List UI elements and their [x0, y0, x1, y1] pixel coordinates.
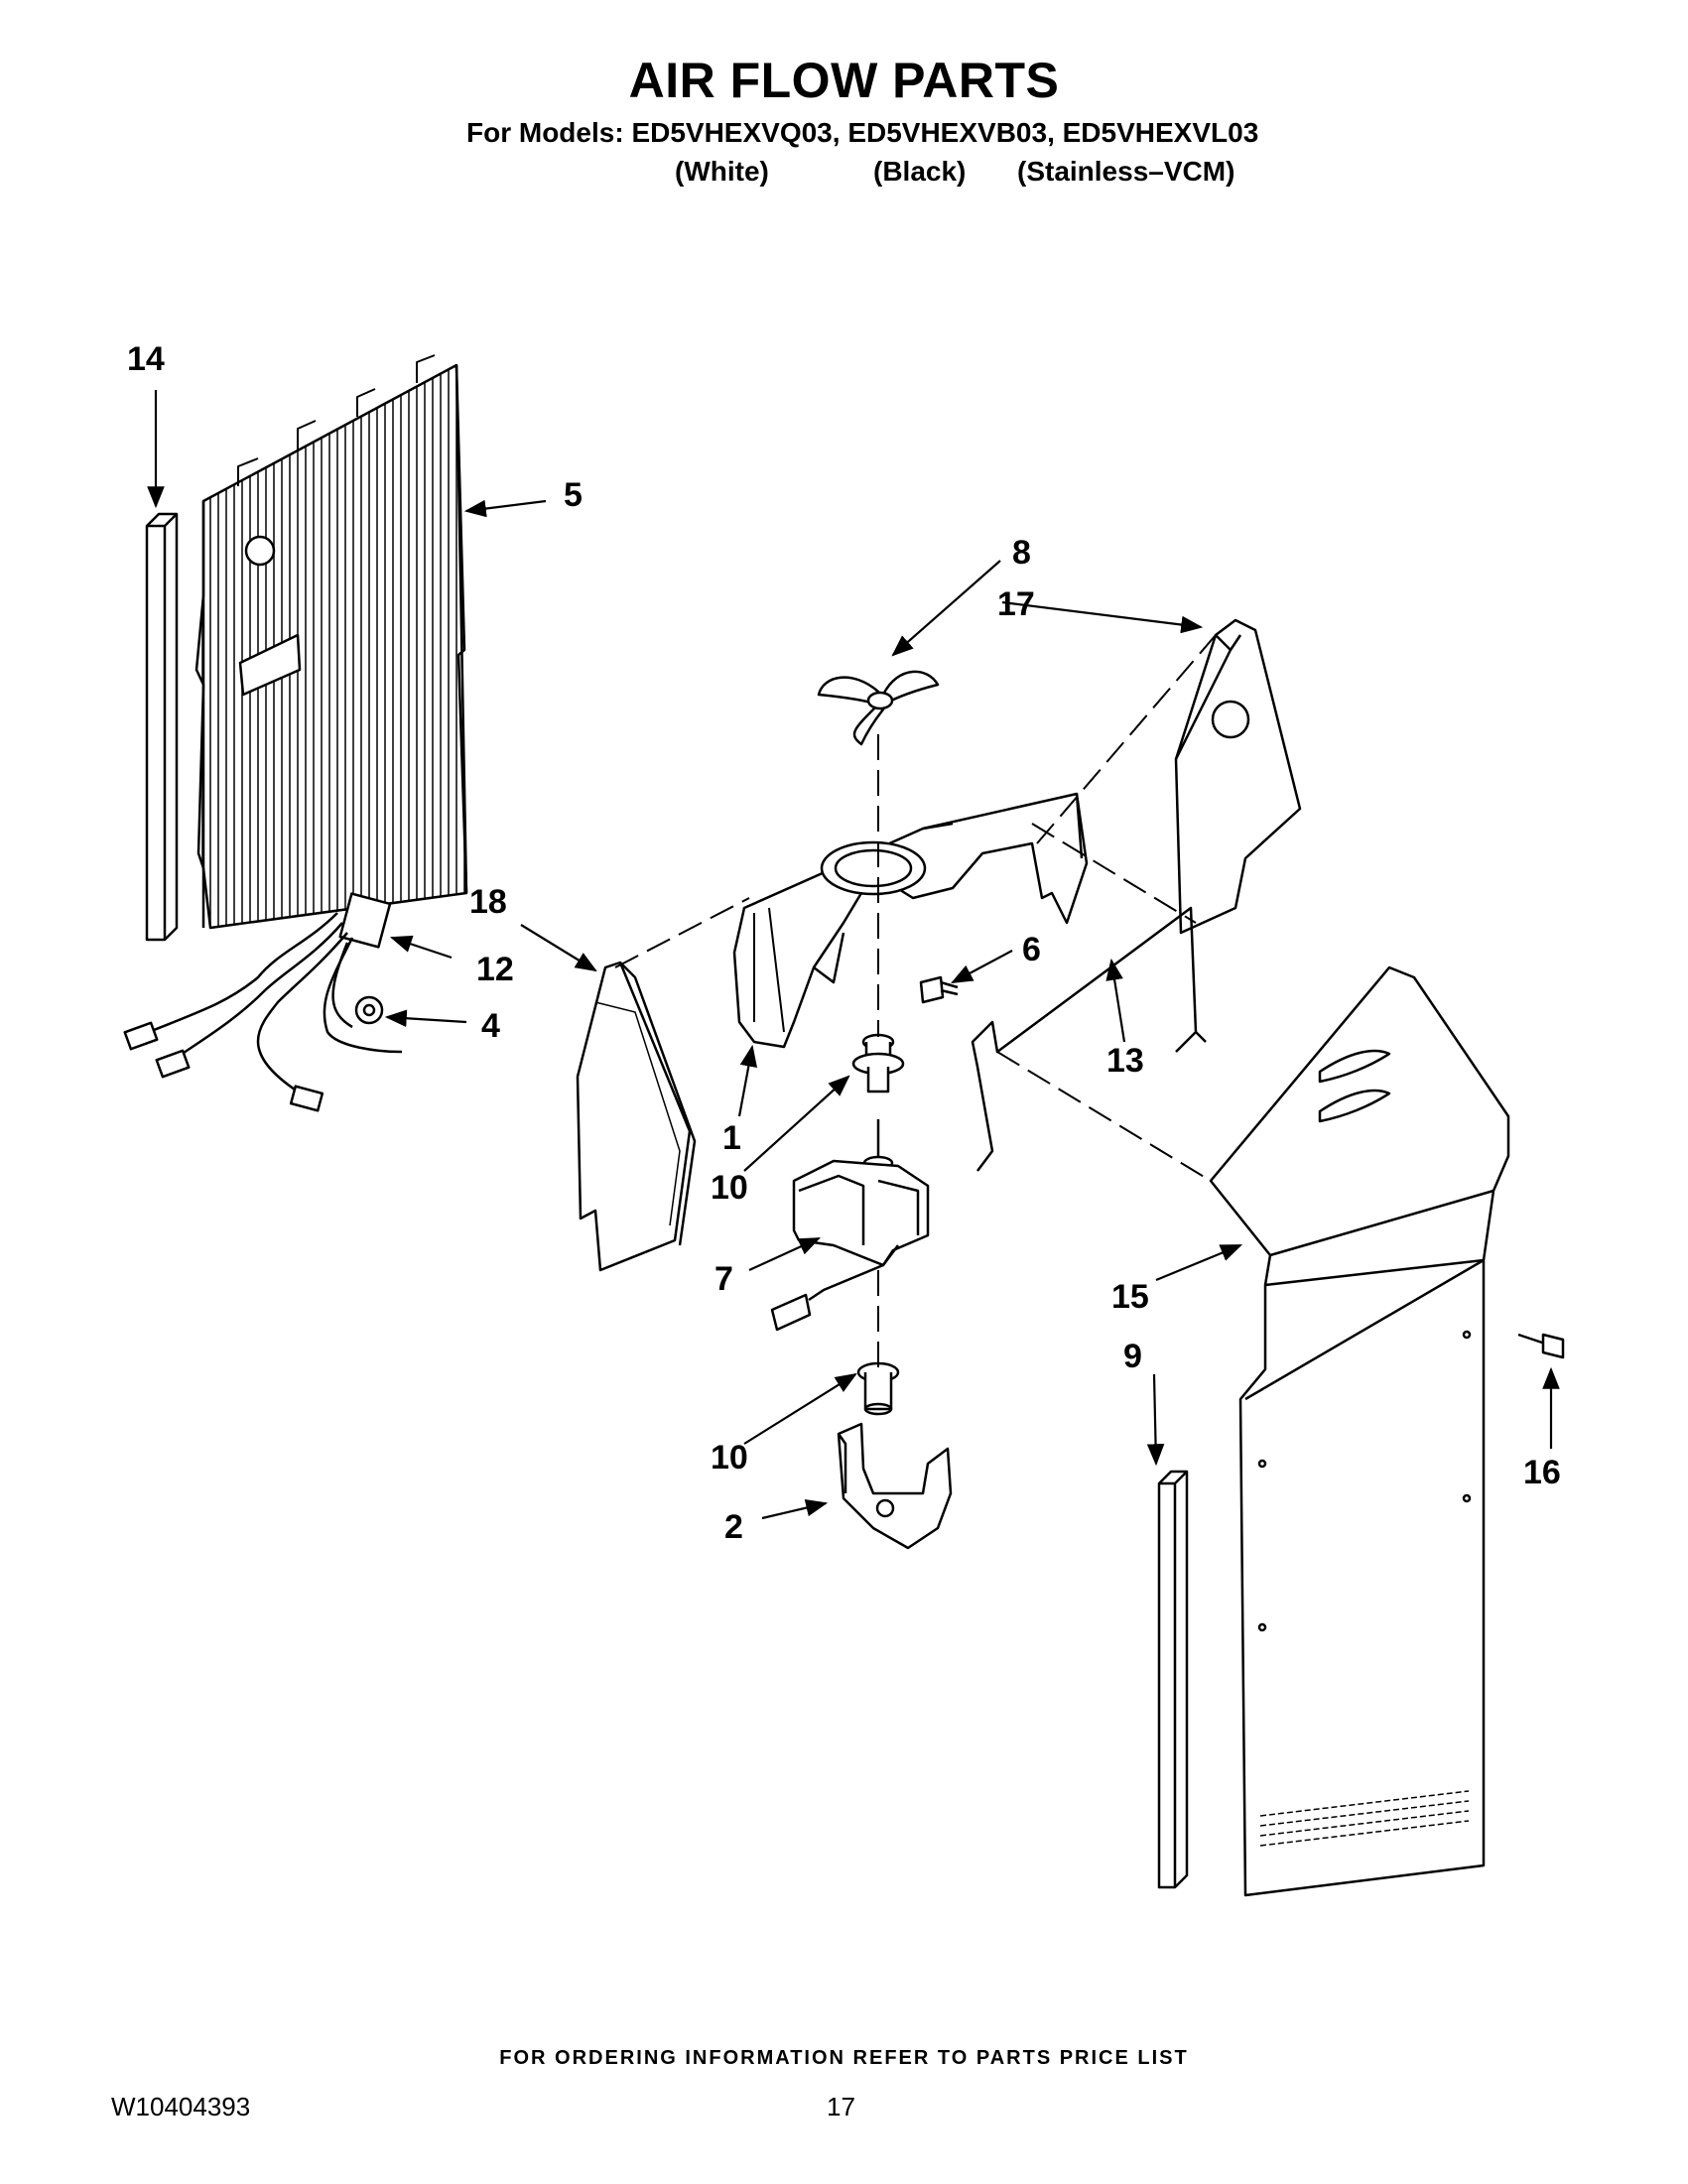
document-number: W10404393: [111, 2092, 251, 2121]
part-5-rear-panel: [195, 354, 468, 930]
callout-2: 2: [724, 1508, 743, 1546]
models-line: For Models: ED5VHEXVQ03, ED5VHEXVB03, ED…: [466, 117, 1259, 148]
leader-arrows: [147, 390, 1560, 1520]
part-6-screw: [919, 975, 959, 1004]
callout-15: 15: [1111, 1278, 1149, 1316]
part-17-right-duct-panel: [1174, 618, 1302, 935]
ordering-note: FOR ORDERING INFORMATION REFER TO PARTS …: [499, 2047, 1189, 2069]
part-10-motor-mount-upper: [851, 1033, 905, 1093]
callout-14: 14: [127, 340, 165, 378]
callout-6: 6: [1022, 931, 1041, 968]
part-7-fan-motor: [770, 1119, 930, 1332]
variant-black: (Black): [873, 156, 967, 187]
part-16-screw: [1517, 1333, 1565, 1359]
part-1-fan-shroud: [732, 792, 1089, 1049]
callout-12: 12: [476, 951, 514, 988]
callout-5: 5: [564, 476, 583, 514]
callout-17: 17: [997, 585, 1035, 623]
part-9-seal-strip: [1157, 1470, 1189, 1889]
callout-18: 18: [469, 883, 507, 921]
assembly-guide-lines: [614, 634, 1217, 1369]
part-13-wire-bracket: [971, 906, 1207, 1172]
callout-labels: 14 5 8 17 18 12 4 6 13 1 10 7 15 9 10 16…: [127, 340, 1561, 1546]
part-14-seal-strip: [145, 512, 179, 942]
callout-7: 7: [714, 1260, 733, 1298]
page-number: 17: [827, 2092, 855, 2121]
callout-8: 8: [1012, 534, 1031, 572]
part-2-motor-bracket: [837, 1422, 953, 1550]
callout-10-lower: 10: [711, 1439, 748, 1477]
callout-1: 1: [722, 1119, 741, 1157]
part-8-fan-blade: [817, 670, 940, 746]
part-12-wire-harness: [123, 892, 403, 1112]
variant-stainless: (Stainless–VCM): [1017, 156, 1235, 187]
part-10-motor-mount-lower: [856, 1361, 900, 1416]
part-4-grommet: [354, 995, 384, 1025]
callout-10-upper: 10: [711, 1169, 748, 1207]
part-18-left-duct-panel: [576, 961, 697, 1272]
callout-16: 16: [1523, 1454, 1561, 1491]
part-15-evaporator-cover: [1209, 965, 1510, 1897]
page-title: AIR FLOW PARTS: [628, 53, 1060, 108]
variant-white: (White): [675, 156, 769, 187]
callout-9: 9: [1123, 1338, 1142, 1375]
callout-13: 13: [1106, 1042, 1144, 1080]
callout-4: 4: [481, 1007, 500, 1045]
